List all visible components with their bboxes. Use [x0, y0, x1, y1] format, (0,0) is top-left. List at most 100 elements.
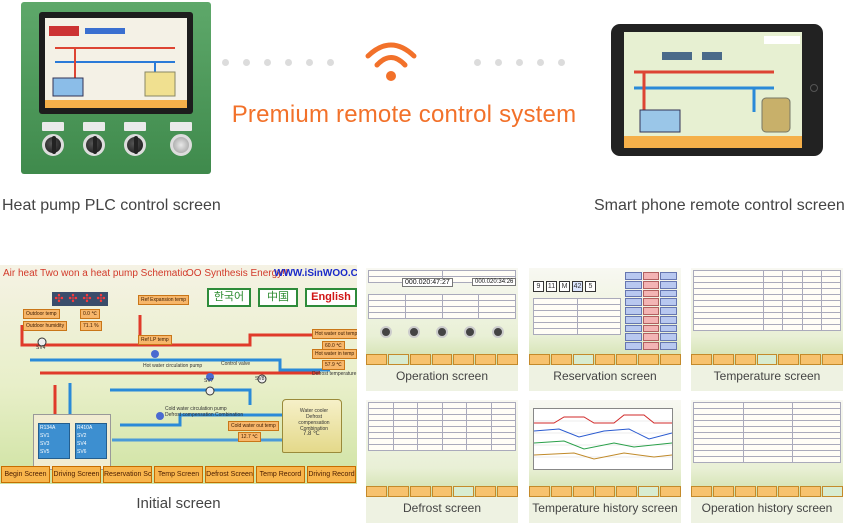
outdoor-humidity-value: 71.1 % [80, 321, 102, 331]
nav-driving-record-button[interactable]: Driving Record [307, 466, 356, 483]
controller-right-column: R410A SV2 SV4 SV6 [75, 423, 107, 459]
operation-time-2: 000.020:34:26 [472, 278, 517, 286]
control-valve-label: Control valve [221, 361, 251, 367]
nav-begin-screen-button[interactable]: Begin Screen [1, 466, 50, 483]
temperature-nav [691, 354, 843, 365]
operation-history-screen-preview [691, 400, 843, 497]
defrost-temp-label: Defrost temperature [312, 371, 357, 377]
defrost-nav [366, 486, 518, 497]
caption-phone: Smart phone remote control screen [594, 197, 845, 214]
fan-icon: ✣ [94, 292, 108, 306]
initial-subtitle: OO Synthesis Energy!! [186, 268, 288, 279]
switch-dial-icon [464, 326, 476, 338]
thumbnail-operation-history: Operation history screen [691, 400, 843, 523]
thumbnail-temperature-history: Temperature history screen [529, 400, 681, 523]
hot-water-circ-label: Hot water circulation pump [143, 363, 203, 369]
initial-screen: Air heat Two won a heat pump Schematic O… [0, 265, 357, 484]
temperature-history-screen-preview [529, 400, 681, 497]
controller-left-label: SV5 [40, 449, 50, 455]
tablet-photo [611, 24, 823, 156]
initial-title: Air heat Two won a heat pump Schematic [3, 268, 188, 279]
caption-defrost: Defrost screen [402, 501, 482, 515]
reservation-table [533, 298, 621, 335]
temperature-history-chart [533, 408, 673, 470]
switch-dial-icon [380, 326, 392, 338]
cold-water-out-label: Cold water out temp [228, 421, 279, 431]
thumbnail-operation: 000.020:47:27 000.020:34:26 Operation sc… [366, 268, 518, 391]
tablet-home-button [810, 84, 818, 92]
headline-title: Premium remote control system [231, 101, 577, 128]
thumbnail-defrost: Defrost screen [366, 400, 518, 523]
plc-schematic-graphic [45, 26, 187, 108]
outdoor-humidity-label: Outdoor humidity [23, 321, 68, 331]
operation-detail-table [368, 294, 516, 319]
sv4-label: SV4 [36, 345, 46, 351]
reservation-screen-preview: 9 11 M 42 5 [529, 268, 681, 365]
switch-label-plate [124, 122, 146, 131]
initial-nav-bar: Begin Screen Driving Screen Reservation … [1, 466, 356, 483]
sv7-label: SV7 [204, 378, 214, 384]
defrost-comp-label: Defrost compensation Combination [298, 414, 330, 432]
fan-icon: ✣ [66, 292, 80, 306]
switch-dial-icon [436, 326, 448, 338]
reservation-cell: 5 [585, 281, 596, 292]
fan-icon: ✣ [80, 292, 94, 306]
plc-schematic-preview [45, 18, 187, 108]
switch-label-plate [42, 122, 64, 131]
thumbnail-temperature: Temperature screen [691, 268, 843, 391]
nav-temp-screen-button[interactable]: Temp Screen [154, 466, 203, 483]
hot-water-in-value: 57.9 ℃ [322, 360, 345, 370]
ref-expansion-label: Ref Expansion temp [138, 295, 190, 305]
reservation-nav [529, 354, 681, 365]
nav-defrost-screen-button[interactable]: Defrost Screen [205, 466, 254, 483]
caption-initial: Initial screen [136, 495, 221, 512]
tablet-schematic-graphic [624, 32, 802, 148]
caption-temperature-history: Temperature history screen [532, 501, 678, 515]
controller-left-column: R134A SV1 SV3 SV5 [38, 423, 70, 459]
nav-reservation-screen-button[interactable]: Reservation Screen [103, 466, 152, 483]
controller-left-label: R134A [40, 425, 56, 431]
switch-dial-icon [408, 326, 420, 338]
tank-temp-value: 7.8 ℃ [303, 431, 320, 437]
controller-right-label: SV4 [77, 441, 87, 447]
defrost-table [368, 402, 516, 451]
rotary-switch-knob [42, 134, 64, 156]
indicator-lamp [170, 134, 192, 156]
caption-operation-history: Operation history screen [701, 501, 833, 515]
nav-driving-screen-button[interactable]: Driving Screen [52, 466, 101, 483]
temperature-history-nav [529, 486, 681, 497]
plc-touch-screen [39, 12, 193, 114]
switch-label-plate [83, 122, 105, 131]
temperature-table [693, 270, 842, 331]
controller-left-label: SV1 [40, 433, 50, 439]
controller-left-label: SV3 [40, 441, 50, 447]
hot-water-in-label: Hot water in temp [312, 349, 357, 359]
wifi-icon [365, 42, 417, 81]
operation-history-table [693, 402, 841, 463]
caption-temperature: Temperature screen [713, 369, 821, 383]
water-cooler-label: Water cooler [299, 408, 329, 414]
language-korean-button[interactable]: 한국어 [207, 288, 251, 307]
rotary-switch-knob [83, 134, 105, 156]
nav-temp-record-button[interactable]: Temp Record [256, 466, 305, 483]
tablet-schematic-preview [624, 32, 802, 148]
connection-dots-right [474, 59, 565, 66]
rotary-switch-knob [124, 134, 146, 156]
reservation-grid [625, 272, 677, 350]
cold-water-out-value: 12.7 ℃ [238, 432, 261, 442]
language-english-button[interactable]: English [305, 288, 357, 307]
temperature-screen-preview [691, 268, 843, 365]
controller-right-label: SV2 [77, 433, 87, 439]
operation-screen-preview: 000.020:47:27 000.020:34:26 [366, 268, 518, 365]
reservation-cell: 9 [533, 281, 544, 292]
cold-water-circ-label: Cold water circulation pump [165, 406, 227, 412]
caption-operation: Operation screen [395, 369, 489, 383]
thumbnail-reservation: 9 11 M 42 5 Reservation screen [529, 268, 681, 391]
controller-unit: R134A SV1 SV3 SV5 R410A SV2 SV4 SV6 [33, 414, 111, 470]
defrost-combination-label: Defrost compensation Combination [165, 412, 244, 418]
outdoor-temp-label: Outdoor temp [23, 309, 60, 319]
operation-time-1: 000.020:47:27 [402, 278, 453, 287]
switch-label-plate [170, 122, 192, 131]
language-chinese-button[interactable]: 中国 [258, 288, 298, 307]
fan-icon: ✣ [52, 292, 66, 306]
